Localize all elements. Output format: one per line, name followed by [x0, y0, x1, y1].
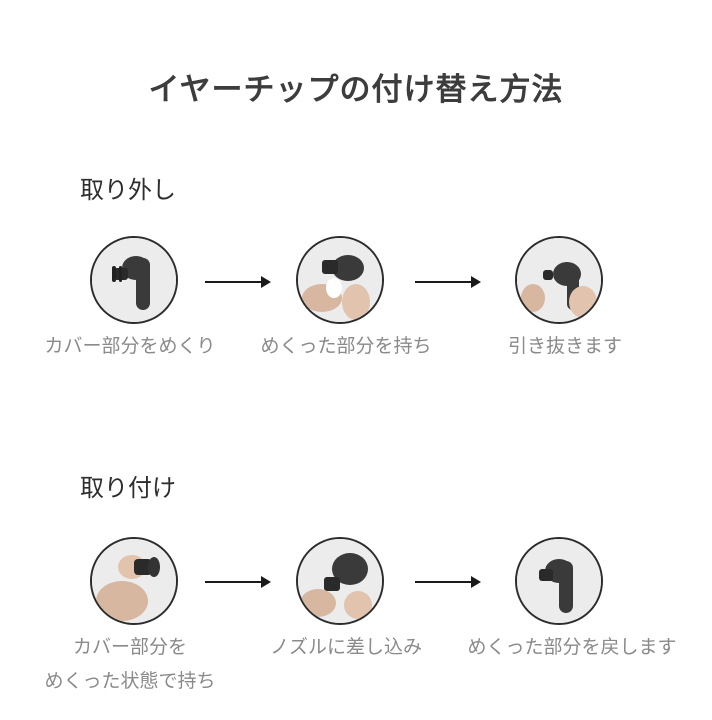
- attachment-step2-caption: ノズルに差し込み: [269, 636, 422, 658]
- eartip-pulled-off-icon: [515, 236, 603, 324]
- attachment-step3-caption: めくった部分を戻します: [467, 636, 677, 658]
- earbud-icon: [90, 236, 178, 324]
- right-arrow-icon: [415, 275, 481, 289]
- hand-holding-eartip-icon: [296, 236, 384, 324]
- removal-step1-caption: カバー部分をめくり: [44, 335, 216, 357]
- removal-step2-caption: めくった部分を持ち: [260, 335, 432, 357]
- removal-step3-caption: 引き抜きます: [507, 335, 622, 357]
- right-arrow-icon: [205, 275, 271, 289]
- attachment-step1-caption-line2: めくった状態で持ち: [44, 670, 216, 692]
- page-title: イヤーチップの付け替え方法: [148, 72, 564, 108]
- removal-heading: 取り外し: [80, 176, 176, 204]
- earbud-icon: [515, 537, 603, 625]
- eartip-inserting-icon: [296, 537, 384, 625]
- right-arrow-icon: [205, 575, 271, 589]
- right-arrow-icon: [415, 575, 481, 589]
- attachment-heading: 取り付け: [80, 474, 176, 502]
- hand-holding-eartip-icon: [90, 537, 178, 625]
- attachment-step1-caption-line1: カバー部分を: [72, 636, 187, 658]
